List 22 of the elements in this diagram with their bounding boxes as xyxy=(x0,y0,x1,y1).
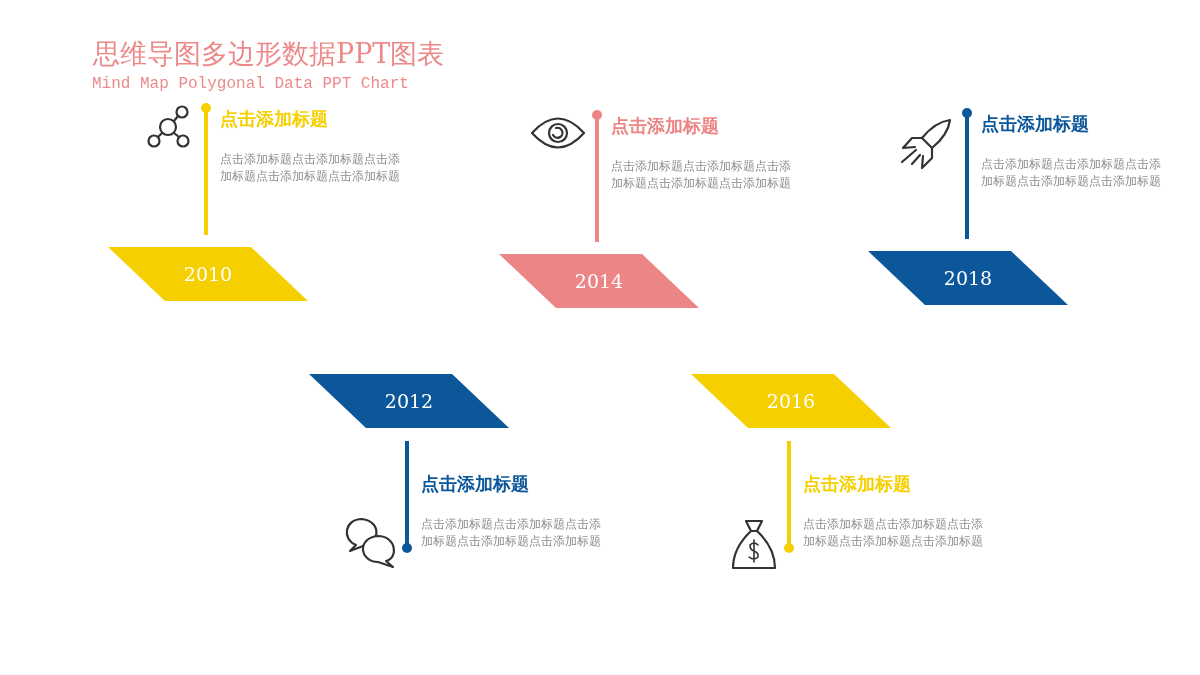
year-label: 2012 xyxy=(383,390,435,412)
heading: 点击添加标题 xyxy=(611,114,719,138)
body-text: 点击添加标题点击添加标题点击添加标题点击添加标题点击添加标题 xyxy=(981,156,1162,190)
heading: 点击添加标题 xyxy=(220,107,328,131)
year-label: 2016 xyxy=(765,390,817,412)
timeline-connector xyxy=(784,441,794,553)
year-label: 2014 xyxy=(573,270,625,292)
body-text: 点击添加标题点击添加标题点击添加标题点击添加标题点击添加标题 xyxy=(803,516,984,550)
body-text: 点击添加标题点击添加标题点击添加标题点击添加标题点击添加标题 xyxy=(220,151,401,185)
year-label: 2018 xyxy=(942,267,994,289)
timeline-connector xyxy=(201,103,211,235)
year-label: 2010 xyxy=(182,263,234,285)
timeline-connector xyxy=(402,441,412,553)
timeline-connector xyxy=(592,110,602,242)
heading: 点击添加标题 xyxy=(803,472,911,496)
subtitle: Mind Map Polygonal Data PPT Chart xyxy=(92,75,409,93)
heading: 点击添加标题 xyxy=(981,112,1089,136)
body-text: 点击添加标题点击添加标题点击添加标题点击添加标题点击添加标题 xyxy=(611,158,792,192)
timeline-connector xyxy=(962,108,972,239)
heading: 点击添加标题 xyxy=(421,472,529,496)
body-text: 点击添加标题点击添加标题点击添加标题点击添加标题点击添加标题 xyxy=(421,516,602,550)
title: 思维导图多边形数据PPT图表 xyxy=(93,37,445,71)
